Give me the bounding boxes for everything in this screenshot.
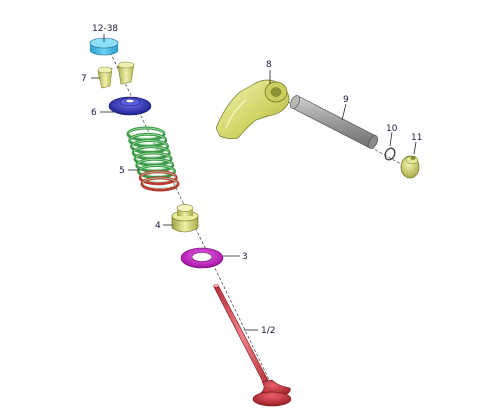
spring-coil-highlight: [135, 152, 171, 164]
callout-4: 4: [155, 221, 161, 231]
callout-12-38: 12-38: [92, 24, 118, 34]
callout-10: 10: [386, 124, 398, 134]
spring-coil-highlight: [139, 165, 174, 176]
rocker-shaft-part[interactable]: [288, 94, 379, 150]
valve-part[interactable]: [213, 284, 292, 407]
spring-coil-highlight: [137, 158, 173, 170]
callout-3: 3: [242, 252, 248, 262]
spring-coil-highlight: [140, 171, 176, 183]
spring-coil-highlight: [132, 140, 167, 151]
rocker-arm-part[interactable]: [215, 79, 290, 140]
spring-coil-highlight: [130, 133, 166, 145]
spring-coil-highlight: [128, 127, 164, 139]
callout-8: 8: [266, 60, 272, 70]
keeper-left-part[interactable]: [97, 66, 113, 89]
shim-part[interactable]: [89, 37, 119, 56]
spring-coil-highlight: [133, 146, 169, 158]
spring-seat-washer-part[interactable]: [180, 247, 224, 269]
spring-coil-highlight: [142, 177, 178, 189]
callout-7: 7: [81, 74, 87, 84]
spring-retainer-part[interactable]: [108, 96, 152, 116]
keeper-right-part[interactable]: [117, 61, 135, 85]
callout-1-2: 1/2: [261, 326, 275, 336]
leader-lines: [91, 34, 417, 331]
adjuster-part[interactable]: [400, 155, 420, 179]
valve-spring-part[interactable]: [126, 126, 180, 192]
callout-6: 6: [91, 108, 97, 118]
callout-11: 11: [411, 133, 422, 143]
callout-9: 9: [343, 95, 349, 105]
callout-5: 5: [119, 166, 125, 176]
stem-seal-part[interactable]: [171, 204, 199, 233]
circlip-part[interactable]: [383, 147, 396, 162]
